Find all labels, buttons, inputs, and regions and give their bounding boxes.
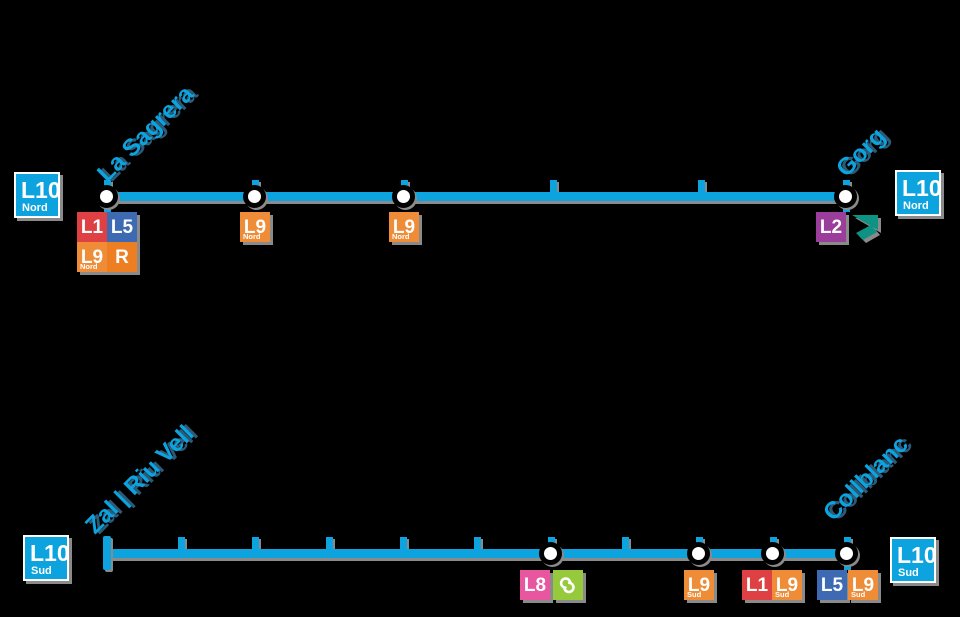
badge-label: R xyxy=(115,246,129,268)
interchange-badge-l8: L8 xyxy=(520,570,550,600)
badge-sub-label: Sud xyxy=(775,589,790,599)
station-tick xyxy=(698,180,705,194)
fgc-logo-icon xyxy=(553,570,583,600)
badge-sub-label: Sud xyxy=(687,589,702,599)
badge-label: L9 xyxy=(80,246,104,268)
l10-badge-label: L10 xyxy=(21,177,61,203)
badge-sub-label: Nord xyxy=(243,231,261,241)
badge-label: L1 xyxy=(80,216,104,238)
badge-label: L5 xyxy=(110,216,134,238)
station-label-zal-riu-vell: Zal | Riu Vell xyxy=(80,420,200,540)
station-circle-gorg xyxy=(834,185,857,208)
station-circle xyxy=(243,185,266,208)
station-label-la-sagrera: La Sagrera xyxy=(92,80,200,188)
terminus-badge-l10-sud-right: L10 Sud xyxy=(890,537,937,583)
interchange-badge-rodalies: R xyxy=(107,242,137,272)
badge-sub-label: Sud xyxy=(851,589,866,599)
station-tick xyxy=(550,180,557,194)
terminus-badge-l10-nord-left: L10 Nord xyxy=(14,172,61,218)
station-label-collblanc: Collblanc xyxy=(818,430,914,527)
station-tick xyxy=(178,537,185,551)
station-circle-la-sagrera xyxy=(95,185,118,208)
badge-label: L8 xyxy=(523,574,547,596)
interchange-badge-l9-nord: L9 Nord xyxy=(240,212,270,242)
badge-sub-label: Nord xyxy=(392,231,410,241)
interchange-badge-l9-sud: L9 Sud xyxy=(772,570,802,600)
badge-label: L9 xyxy=(687,574,711,596)
l10-badge-branch: Sud xyxy=(898,567,919,579)
badge-label: L9 xyxy=(851,574,875,596)
badge-label: L5 xyxy=(820,574,844,596)
interchange-badge-l1: L1 xyxy=(742,570,772,600)
l10-badge-label: L10 xyxy=(902,175,942,201)
station-circle xyxy=(687,542,710,565)
badge-sub-label: Nord xyxy=(80,261,98,271)
interchange-badge-l1: L1 xyxy=(77,212,107,242)
l10-badge-branch: Sud xyxy=(31,565,52,577)
badge-label: L9 xyxy=(392,216,416,238)
l10-badge-branch: Nord xyxy=(22,202,48,214)
interchange-badge-l9-nord: L9 Nord xyxy=(389,212,419,242)
interchange-badge-l9-sud: L9 Sud xyxy=(848,570,878,600)
interchange-badge-l9-nord: L9 Nord xyxy=(77,242,107,272)
line-l10-nord xyxy=(107,192,846,201)
interchange-badge-l5: L5 xyxy=(817,570,847,600)
interchange-badge-l5: L5 xyxy=(107,212,137,242)
l10-badge-label: L10 xyxy=(30,540,70,566)
tram-logo-icon xyxy=(849,212,879,242)
station-tick xyxy=(326,537,333,551)
terminus-bar-zal-riu-vell xyxy=(103,536,111,570)
badge-label: L2 xyxy=(819,216,843,238)
station-tick xyxy=(474,537,481,551)
station-circle-torrassa xyxy=(761,542,784,565)
terminus-badge-l10-nord-right: L10 Nord xyxy=(895,170,942,216)
line-l10-sud xyxy=(107,549,847,558)
station-tick xyxy=(622,537,629,551)
badge-label: L9 xyxy=(775,574,799,596)
interchange-badge-l9-sud: L9 Sud xyxy=(684,570,714,600)
interchange-badge-l2: L2 xyxy=(816,212,846,242)
station-tick xyxy=(400,537,407,551)
station-circle-collblanc xyxy=(835,542,858,565)
station-label-gorg: Gorg xyxy=(831,122,891,183)
l10-badge-label: L10 xyxy=(897,542,937,568)
badge-label: L9 xyxy=(243,216,267,238)
badge-label: L1 xyxy=(745,574,769,596)
terminus-badge-l10-sud-left: L10 Sud xyxy=(23,535,70,581)
station-circle xyxy=(392,185,415,208)
station-circle-gornal xyxy=(539,542,562,565)
l10-badge-branch: Nord xyxy=(903,200,929,212)
station-tick xyxy=(252,537,259,551)
